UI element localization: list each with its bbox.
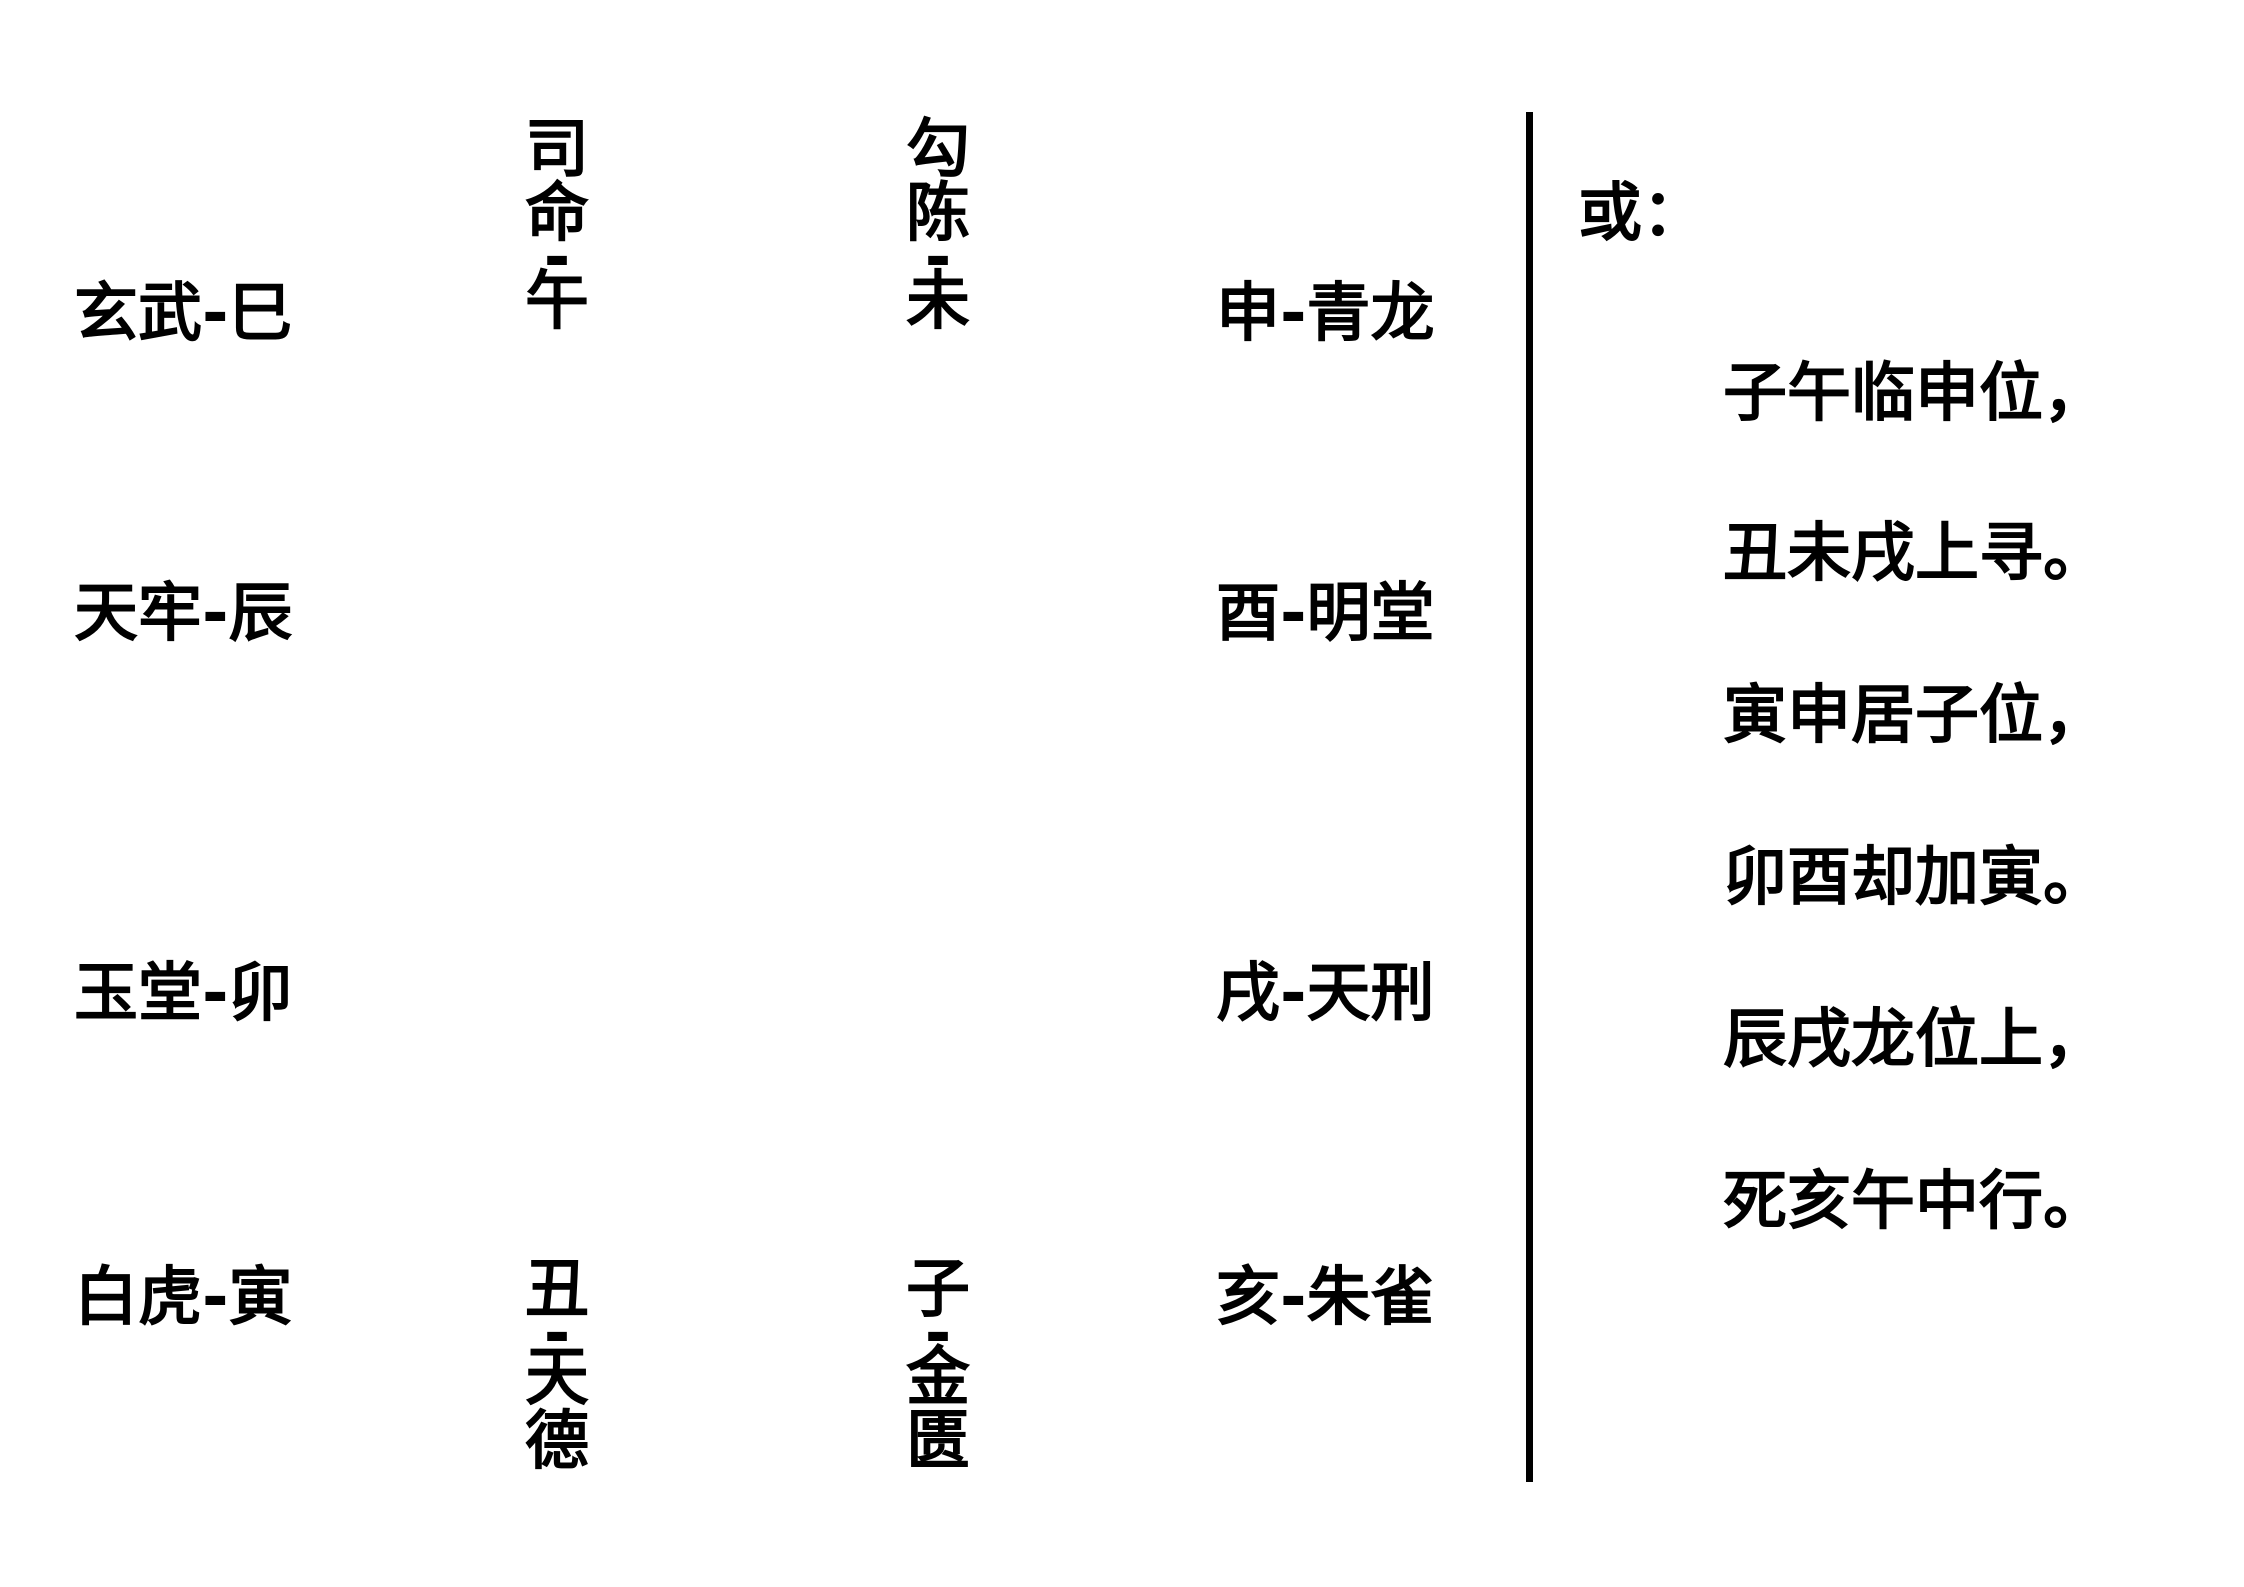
siming-branch: 午 (525, 265, 589, 339)
verse-line-2: 丑未戌上寻。 (1723, 517, 2107, 591)
tiande-dash: - (544, 1322, 571, 1346)
label-siming-wu: 司 命 - 午 (517, 118, 597, 334)
gouchen-branch: 未 (906, 265, 970, 339)
vertical-divider (1526, 112, 1533, 1482)
label-chou-tiande: 丑 - 天 德 (517, 1258, 597, 1474)
tiande-branch: 丑 (525, 1253, 589, 1327)
verse-line-5: 辰戌龙位上， (1723, 1003, 2107, 1077)
siming-dash: - (544, 246, 571, 270)
label-tianlao-chen: 天牢-辰 (74, 577, 293, 651)
label-you-mingtang: 酉-明堂 (1216, 577, 1435, 651)
verse-line-6: 死亥午中行。 (1723, 1165, 2107, 1239)
label-hai-zhuque: 亥-朱雀 (1216, 1261, 1435, 1335)
tiande-char-2: 德 (525, 1405, 589, 1479)
label-xu-tianxing: 戌-天刑 (1216, 957, 1435, 1031)
siming-char-2: 命 (525, 177, 589, 251)
jinkui-char-1: 金 (906, 1341, 970, 1415)
verse-line-4: 卯酉却加寅。 (1723, 841, 2107, 915)
gouchen-char-1: 勾 (906, 113, 970, 187)
label-yutang-mao: 玉堂-卯 (74, 957, 293, 1031)
gouchen-dash: - (925, 246, 952, 270)
verse-line-3: 寅申居子位， (1723, 679, 2107, 753)
label-xuanwu-si: 玄武-巳 (74, 277, 293, 351)
tiande-char-1: 天 (525, 1341, 589, 1415)
siming-char-1: 司 (525, 113, 589, 187)
jinkui-dash: - (925, 1322, 952, 1346)
gouchen-char-2: 陈 (906, 177, 970, 251)
verse-line-1: 子午临申位， (1723, 357, 2107, 431)
label-baihu-yin: 白虎-寅 (74, 1261, 293, 1335)
label-shen-qinglong: 申-青龙 (1216, 277, 1435, 351)
jinkui-branch: 子 (906, 1253, 970, 1327)
jinkui-char-2: 匮 (906, 1405, 970, 1479)
label-gouchen-wei: 勾 陈 - 未 (898, 118, 978, 334)
verse-intro: 或： (1578, 177, 1706, 251)
label-zi-jinkui: 子 - 金 匮 (898, 1258, 978, 1474)
